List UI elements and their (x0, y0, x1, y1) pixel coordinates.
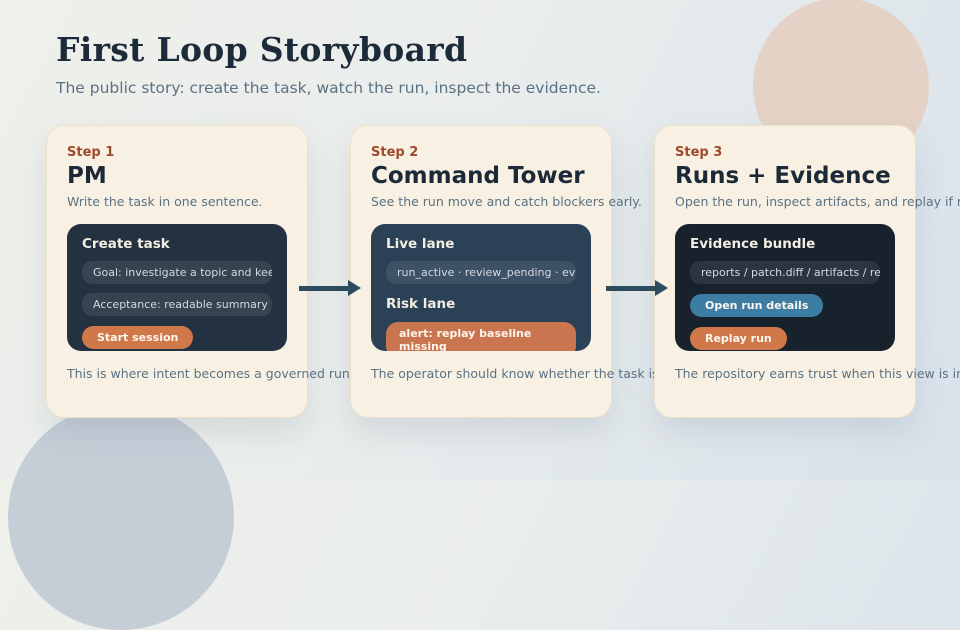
card-title: Command Tower (371, 163, 585, 189)
live-lane-heading: Live lane (386, 236, 455, 252)
run-status-pill: run_active · review_pending · evidence_w… (386, 261, 576, 284)
arrow-shaft (606, 285, 655, 291)
page-subtitle: The public story: create the task, watch… (56, 79, 601, 97)
decorative-circle-blue (8, 404, 234, 630)
card-caption: The repository earns trust when this vie… (675, 366, 960, 381)
arrow-head (348, 280, 361, 296)
card-subtitle: Write the task in one sentence. (67, 194, 263, 209)
card-caption: This is where intent becomes a governed … (67, 366, 354, 381)
card-subtitle: Open the run, inspect artifacts, and rep… (675, 194, 960, 209)
flow-arrow-icon (606, 280, 668, 296)
flow-arrow-icon (299, 280, 361, 296)
alert-badge: alert: replay baseline missing (386, 322, 576, 351)
step-card-runs-evidence: Step 3 Runs + Evidence Open the run, ins… (654, 125, 960, 418)
card-subtitle: See the run move and catch blockers earl… (371, 194, 642, 209)
create-task-panel: Create task Goal: investigate a topic an… (67, 224, 287, 351)
step-card-pm: Step 1 PM Write the task in one sentence… (46, 125, 354, 418)
card-caption: The operator should know whether the tas… (371, 366, 700, 381)
evidence-paths-pill: reports / patch.diff / artifacts / repla… (690, 261, 880, 284)
start-session-button[interactable]: Start session (82, 326, 194, 349)
page-title: First Loop Storyboard (56, 30, 468, 69)
acceptance-field[interactable]: Acceptance: readable summary + verifiabl… (82, 293, 272, 316)
card-title: Runs + Evidence (675, 163, 891, 189)
evidence-panel: Evidence bundle reports / patch.diff / a… (675, 224, 895, 351)
step-label: Step 3 (675, 145, 723, 160)
lanes-panel: Live lane run_active · review_pending · … (371, 224, 591, 351)
risk-lane-heading: Risk lane (386, 296, 456, 312)
goal-field[interactable]: Goal: investigate a topic and keep evide… (82, 261, 272, 284)
open-run-details-button[interactable]: Open run details (690, 294, 824, 317)
step-label: Step 1 (67, 145, 115, 160)
replay-run-button[interactable]: Replay run (690, 327, 787, 350)
card-title: PM (67, 163, 107, 189)
panel-title: Evidence bundle (690, 236, 816, 252)
step-label: Step 2 (371, 145, 419, 160)
panel-title: Create task (82, 236, 170, 252)
arrow-head (655, 280, 668, 296)
step-card-command-tower: Step 2 Command Tower See the run move an… (350, 125, 700, 418)
arrow-shaft (299, 285, 348, 291)
page-header: First Loop Storyboard The public story: … (56, 30, 601, 97)
